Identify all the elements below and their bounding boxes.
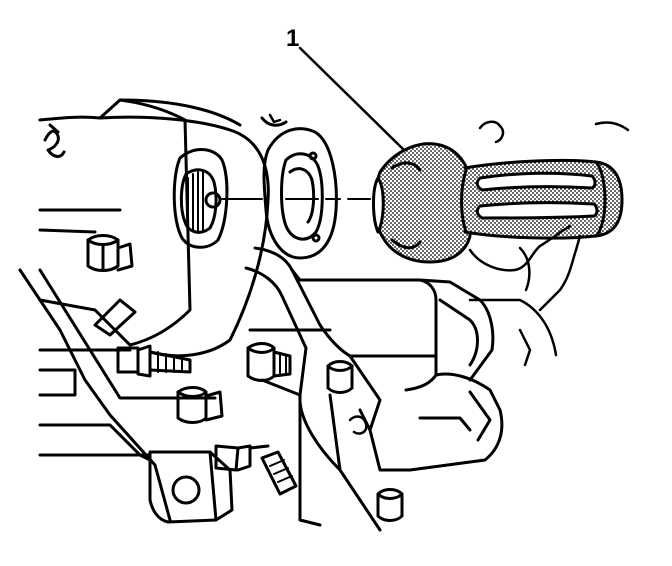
- bolt-center: [246, 342, 292, 382]
- bolt-lower-stud: [260, 450, 298, 496]
- bracket-hole: [171, 475, 201, 505]
- bolt-crossmember: [326, 360, 354, 394]
- bolt-lower-center: [214, 444, 270, 472]
- background-contours: [268, 113, 630, 367]
- callout-leader-line: [298, 46, 406, 152]
- output-shaft: [172, 148, 229, 249]
- bolt-left-long: [116, 344, 192, 378]
- bolt-bottom-right: [376, 488, 404, 522]
- housing-bolt-hole-upper: [308, 151, 318, 161]
- bolt-mid-left: [176, 386, 224, 424]
- shaft-center-bore: [204, 191, 222, 209]
- lower-bracket: [148, 450, 234, 524]
- transmission-case: [18, 98, 270, 522]
- callout-label-1: 1: [286, 25, 299, 52]
- crossmember-bracket: [244, 246, 504, 532]
- housing-bolt-hole-lower: [311, 233, 321, 243]
- shaft-splines: [187, 171, 204, 233]
- seal-installer-tool: [372, 142, 624, 264]
- extension-housing: [260, 116, 338, 260]
- bolt-upper-left: [86, 234, 134, 272]
- small-clip: [348, 415, 368, 435]
